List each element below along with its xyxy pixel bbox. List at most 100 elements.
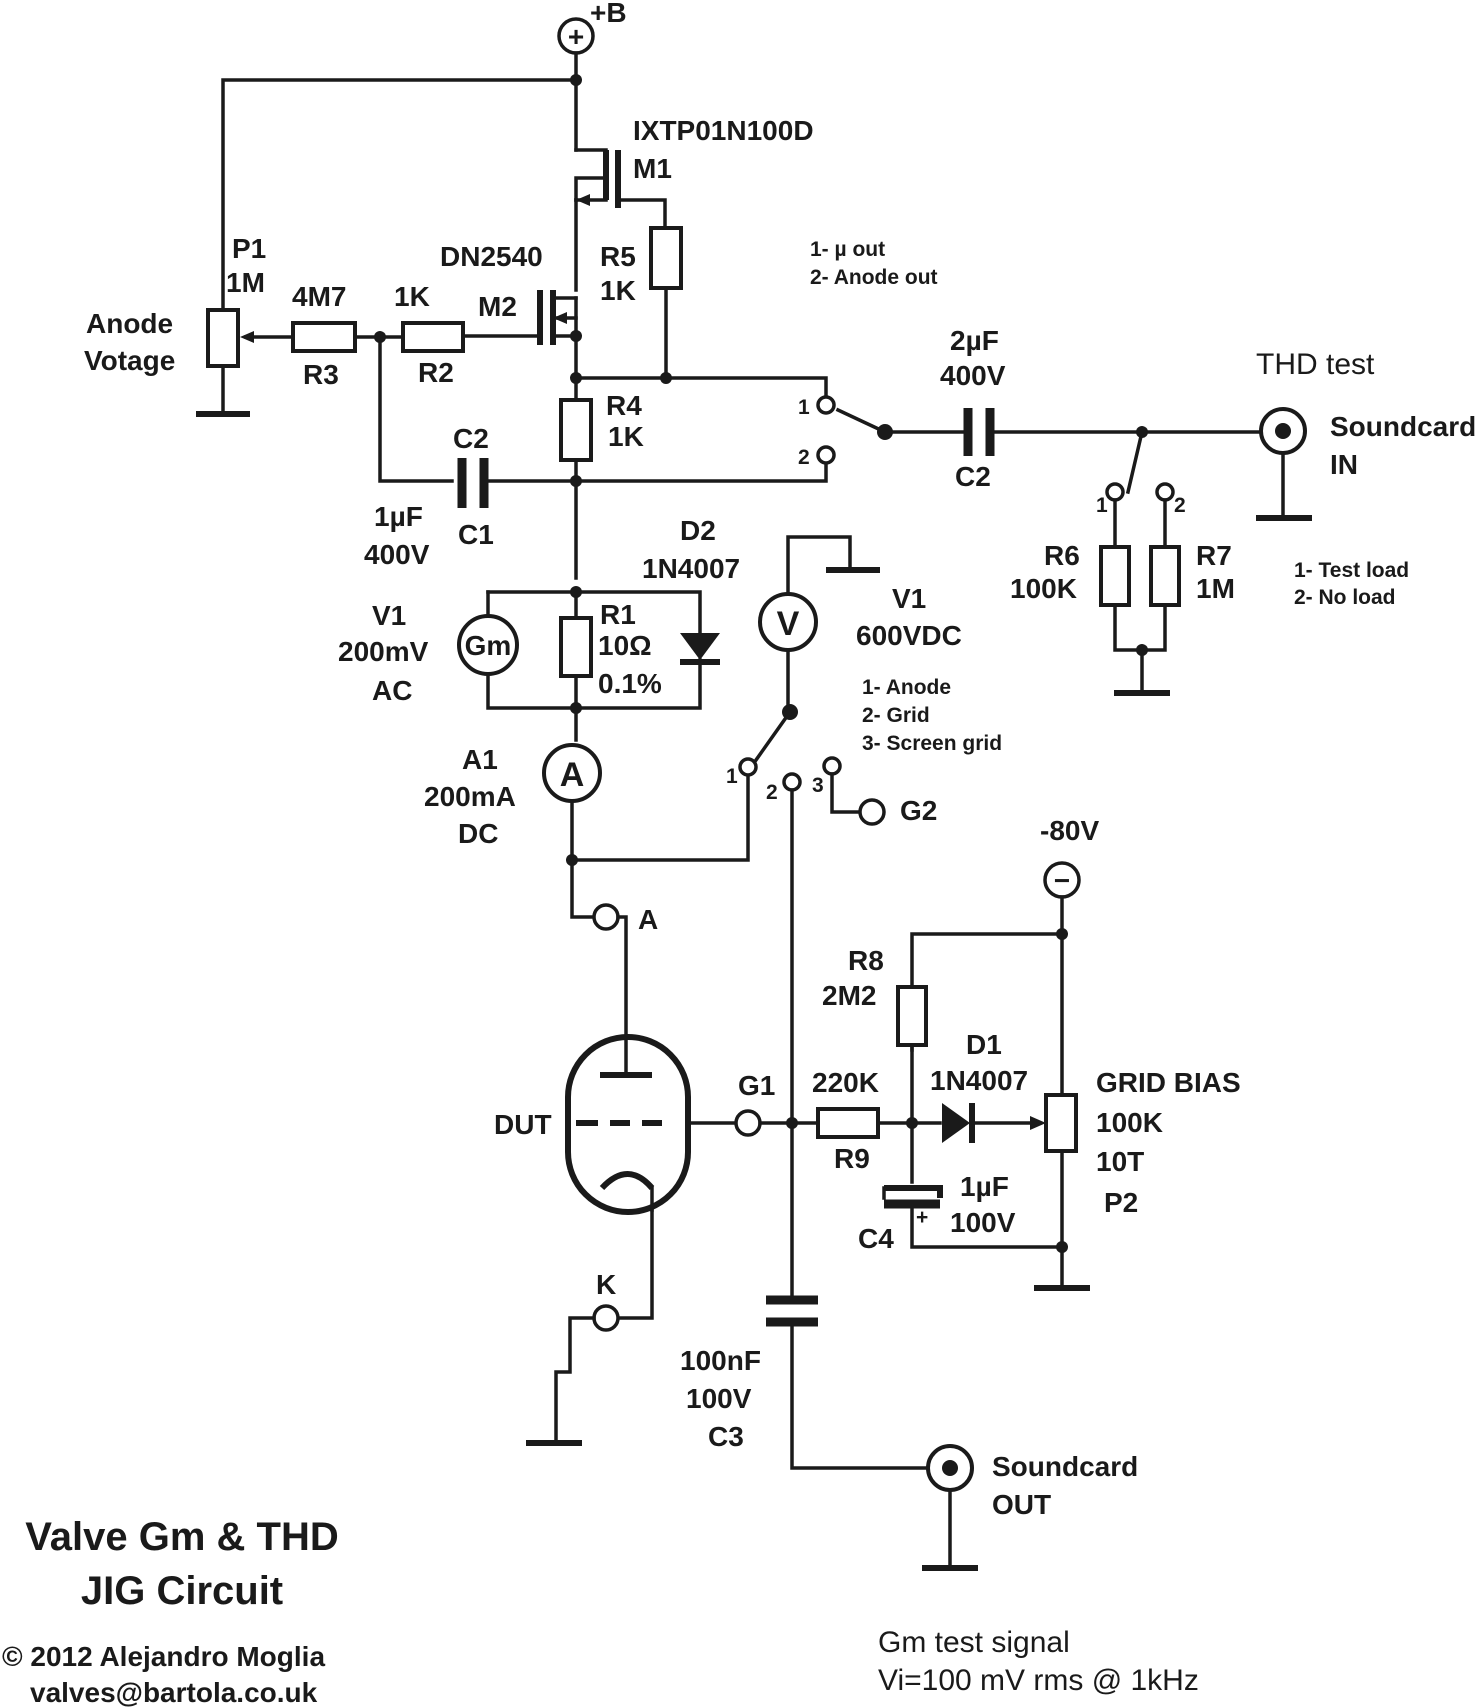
p2-line1: GRID BIAS xyxy=(1096,1067,1241,1098)
switch-output-select[interactable]: 1 2 xyxy=(798,395,893,469)
p1-val: 1M xyxy=(226,267,265,298)
r2-val: 1K xyxy=(394,281,430,312)
c2b-ref: C2 xyxy=(955,461,991,492)
capacitor-c4: + 1µF 100V C4 xyxy=(858,1121,1016,1254)
r8-val: 2M2 xyxy=(822,980,876,1011)
resistor-r8: R8 2M2 xyxy=(822,945,928,1047)
p1-ref: P1 xyxy=(232,233,266,264)
soundcard-out-jack[interactable]: Soundcard OUT xyxy=(922,1444,1138,1571)
g2-terminal[interactable]: G2 xyxy=(858,795,937,826)
r7-ref: R7 xyxy=(1196,540,1232,571)
r8-ref: R8 xyxy=(848,945,884,976)
c4-ref: C4 xyxy=(858,1223,894,1254)
resistor-r2: 1K R2 xyxy=(394,281,465,388)
title-block: Valve Gm & THD JIG Circuit © 2012 Alejan… xyxy=(2,1515,339,1707)
v-symbol: V xyxy=(777,605,800,643)
r2-ref: R2 xyxy=(418,357,454,388)
g2-label: G2 xyxy=(900,795,937,826)
p2-line4: P2 xyxy=(1104,1187,1138,1218)
pot-p1: P1 1M Anode Votage xyxy=(84,233,295,417)
anode-voltage-line1: Anode xyxy=(86,308,173,339)
m1-ref-label: M1 xyxy=(633,153,672,184)
capacitor-c3: 100nF 100V C3 xyxy=(680,1295,818,1452)
r9-val: 220K xyxy=(812,1067,879,1098)
soundcard-out-line2: OUT xyxy=(992,1489,1051,1520)
diode-d1: D1 1N4007 xyxy=(930,1029,1028,1143)
r4-val: 1K xyxy=(608,421,644,452)
r7-val: 1M xyxy=(1196,573,1235,604)
cathode-terminal[interactable]: K xyxy=(592,1269,620,1332)
pot-p2-grid-bias[interactable]: GRID BIAS 100K 10T P2 xyxy=(1044,1067,1241,1218)
d1-ref: D1 xyxy=(966,1029,1002,1060)
resistor-r5: R5 1K xyxy=(600,226,683,306)
r3-ref: R3 xyxy=(303,359,339,390)
c1-val2: 400V xyxy=(364,539,430,570)
c3-val2: 100V xyxy=(686,1383,752,1414)
email: valves@bartola.co.uk xyxy=(30,1677,318,1707)
sw-out-pos1: 1 xyxy=(798,396,810,419)
anode-label: A xyxy=(638,904,658,935)
sw-v-pos3: 3 xyxy=(812,774,824,797)
sw-v-legend3: 3- Screen grid xyxy=(862,732,1002,755)
switch-voltmeter-select[interactable]: 1 2 3 xyxy=(726,704,842,804)
m2-part-label: DN2540 xyxy=(440,241,543,272)
sw-v-legend2: 2- Grid xyxy=(862,704,930,727)
resistor-r3: 4M7 R3 xyxy=(291,281,357,390)
soundcard-out-line1: Soundcard xyxy=(992,1451,1138,1482)
d2-ref: D2 xyxy=(680,515,716,546)
sw-load-legend2: 2- No load xyxy=(1294,586,1396,609)
sw-out-pos2: 2 xyxy=(798,446,810,469)
a1-mode: DC xyxy=(458,818,498,849)
sw-load-legend1: 1- Test load xyxy=(1294,559,1409,582)
soundcard-in-line2: IN xyxy=(1330,449,1358,480)
c4-plus: + xyxy=(916,1206,928,1229)
plus-b-supply: + +B xyxy=(557,0,627,55)
gm-signal-line2: Vi=100 mV rms @ 1kHz xyxy=(878,1664,1199,1697)
resistor-r4: R4 1K xyxy=(559,390,644,462)
c3-val1: 100nF xyxy=(680,1345,761,1376)
gm-signal-note: Gm test signal Vi=100 mV rms @ 1kHz xyxy=(878,1626,1199,1697)
plus-b-label: +B xyxy=(590,0,627,28)
r6-ref: R6 xyxy=(1044,540,1080,571)
gm-meter: Gm V1 200mV AC xyxy=(338,600,519,706)
dut-label: DUT xyxy=(494,1109,552,1140)
g1-terminal[interactable]: G1 xyxy=(734,1070,775,1137)
plus-symbol: + xyxy=(568,21,584,52)
minus-symbol: − xyxy=(1054,865,1070,896)
soundcard-in-line1: Soundcard xyxy=(1330,411,1476,442)
copyright: © 2012 Alejandro Moglia xyxy=(2,1641,325,1672)
sw-v-legend1: 1- Anode xyxy=(862,676,951,699)
valve-dut: DUT xyxy=(494,1034,691,1215)
c2b-val2: 400V xyxy=(940,360,1006,391)
minus-80-label: -80V xyxy=(1040,815,1099,846)
c4-val2: 100V xyxy=(950,1207,1016,1238)
p2-line2: 100K xyxy=(1096,1107,1163,1138)
sw-load-pos1: 1 xyxy=(1096,494,1108,517)
resistor-r7: R7 1M xyxy=(1149,540,1235,607)
v1a-ref: V1 xyxy=(372,600,406,631)
r4-ref: R4 xyxy=(606,390,642,421)
v1a-range: 200mV xyxy=(338,636,429,667)
ammeter-a1: A A1 200mA DC xyxy=(424,743,602,849)
anode-voltage-line2: Votage xyxy=(84,345,175,376)
title-line1: Valve Gm & THD xyxy=(25,1515,338,1559)
sw-out-legend2: 2- Anode out xyxy=(810,266,938,289)
d2-part: 1N4007 xyxy=(642,553,740,584)
sw-load-pos2: 2 xyxy=(1174,494,1186,517)
c3-ref: C3 xyxy=(708,1421,744,1452)
switch-load-select[interactable]: 1 2 xyxy=(1096,429,1186,517)
r3-val: 4M7 xyxy=(292,281,346,312)
v1b-range: 600VDC xyxy=(856,620,962,651)
thd-test-label: THD test xyxy=(1256,348,1375,381)
soundcard-in-jack[interactable]: THD test Soundcard IN xyxy=(1256,348,1476,521)
r1-tol: 0.1% xyxy=(598,668,662,699)
r1-val: 10Ω xyxy=(598,630,652,661)
c1-val1: 1µF xyxy=(374,501,423,532)
v1b-ref: V1 xyxy=(892,583,926,614)
r1-ref: R1 xyxy=(600,599,636,630)
minus-80v-supply: − -80V xyxy=(1040,815,1099,899)
c1-ref: C1 xyxy=(458,519,494,550)
c2b-val1: 2µF xyxy=(950,325,999,356)
title-line2: JIG Circuit xyxy=(81,1569,283,1613)
c4-val1: 1µF xyxy=(960,1171,1009,1202)
